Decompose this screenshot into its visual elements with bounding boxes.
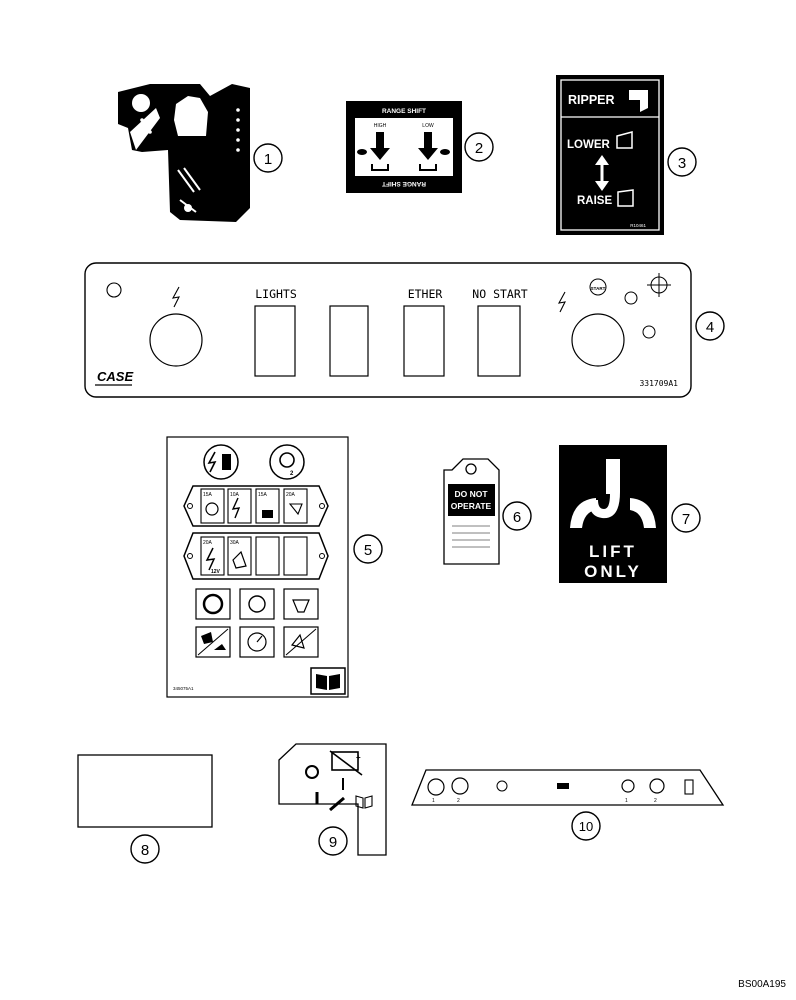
blank-switch-slot [329,305,369,377]
svg-text:DO NOT: DO NOT [454,489,488,499]
svg-text:ONLY: ONLY [584,562,642,581]
callout-8: 8 [130,834,160,864]
svg-text:331709A1: 331709A1 [639,379,678,388]
callout-4: 4 [695,311,725,341]
svg-text:10A: 10A [230,492,240,498]
callout-2: 2 [464,132,494,162]
strip-10-indicator-strip: 1 2 1 2 [411,769,725,806]
svg-text:CASE: CASE [97,369,133,384]
ether-switch-slot [403,305,445,377]
svg-text:2: 2 [457,798,460,804]
svg-text:9: 9 [329,834,337,851]
svg-text:LOWER: LOWER [567,139,610,151]
figure-code: BS00A195 [738,979,786,990]
svg-text:RANGE SHIFT: RANGE SHIFT [382,108,426,115]
decal-7-lift-only: LIFT ONLY [559,445,667,583]
power-icon [557,291,566,313]
power-icon [171,286,180,308]
svg-text:12V: 12V [211,569,221,575]
callout-9: 9 [318,826,348,856]
svg-text:RANGE SHIFT: RANGE SHIFT [382,180,426,187]
svg-text:2: 2 [475,140,483,157]
svg-text:1: 1 [625,798,628,804]
svg-text:15A: 15A [258,492,268,498]
svg-text:5: 5 [364,542,372,559]
callout-5: 5 [353,534,383,564]
callout-1: 1 [253,143,283,173]
svg-text:15A: 15A [203,492,213,498]
svg-text:R10461: R10461 [630,223,646,228]
plate-8-blank [77,754,213,828]
svg-text:LIGHTS: LIGHTS [255,287,297,301]
svg-text:10: 10 [579,819,593,834]
decal-2-range-shift: RANGE SHIFT RANGE SHIFT HIGH LOW [346,101,462,193]
svg-text:2: 2 [290,471,294,477]
svg-text:RAISE: RAISE [577,195,612,207]
svg-text:HIGH: HIGH [374,123,387,129]
tag-6-do-not-operate: DO NOT OPERATE [443,458,500,565]
svg-text:7: 7 [682,511,690,528]
svg-text:START: START [591,286,606,291]
decal-1-control-pattern [118,84,250,222]
svg-text:4: 4 [706,319,714,336]
battery-icon [331,751,359,771]
lights-switch-slot [254,305,296,377]
svg-text:345075A1: 345075A1 [173,686,194,691]
callout-10: 10 [571,811,601,841]
key-switch-right [571,313,625,367]
key-switch-left [149,313,203,367]
svg-text:ETHER: ETHER [408,287,443,301]
svg-text:OPERATE: OPERATE [451,501,492,511]
no-start-switch-slot [477,305,521,377]
callout-3: 3 [667,147,697,177]
panel-4-switch-panel: LIGHTS ETHER NO START START CASE 331709A… [84,262,692,398]
svg-text:1: 1 [264,151,272,168]
callout-6: 6 [502,501,532,531]
decal-5-fuse-decal: 2 15A 10A 15A 20A 20A 30A 12V [166,436,349,698]
svg-text:6: 6 [513,509,521,526]
svg-text:NO START: NO START [472,287,527,301]
svg-text:1: 1 [432,798,435,804]
decal-3-ripper: RIPPER LOWER RAISE R10461 [556,75,664,235]
svg-text:3: 3 [678,155,686,172]
svg-text:20A: 20A [203,540,213,546]
svg-text:8: 8 [141,842,149,859]
svg-text:+: + [356,753,361,762]
svg-text:LOW: LOW [422,123,434,129]
svg-text:LIFT: LIFT [589,542,637,561]
svg-text:RIPPER: RIPPER [568,93,615,107]
svg-text:20A: 20A [286,492,296,498]
callout-7: 7 [671,503,701,533]
decal-9-battery-disconnect: + [278,743,387,856]
svg-text:30A: 30A [230,540,240,546]
svg-text:2: 2 [654,798,657,804]
